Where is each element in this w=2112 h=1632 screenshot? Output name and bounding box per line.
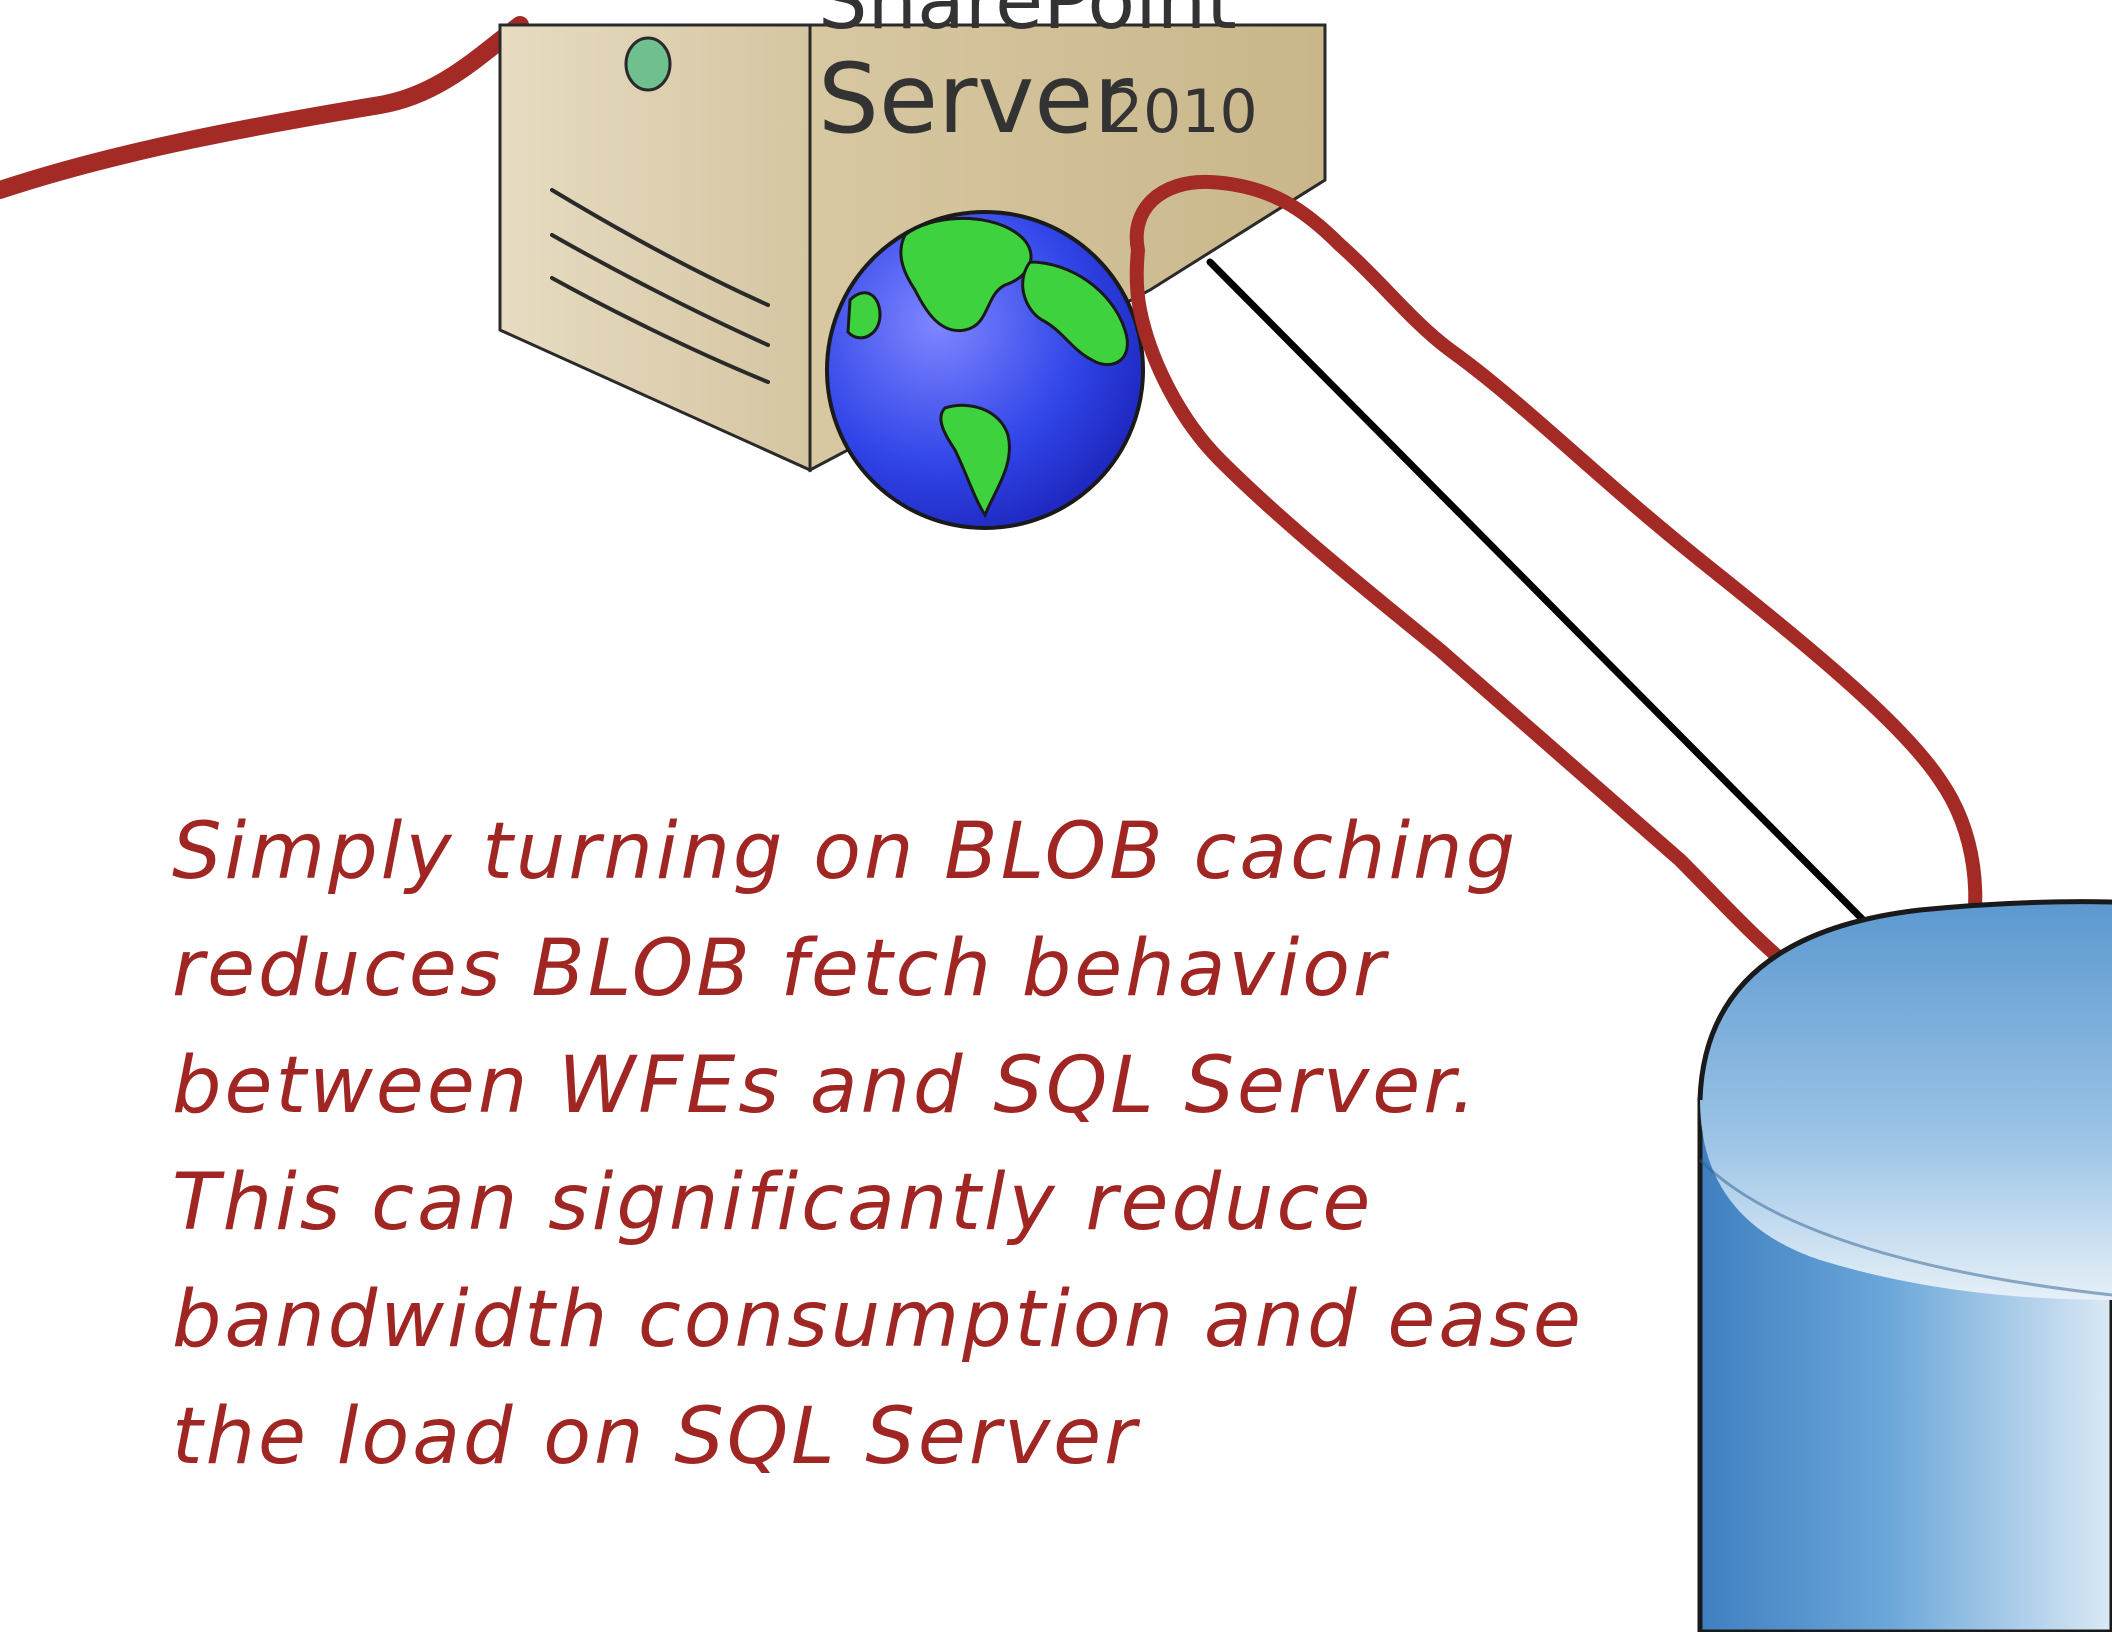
- server-db-link-line: [1206, 258, 1889, 946]
- annotation-line-1: Simply turning on BLOB caching: [172, 807, 1518, 897]
- server-version-text: 2010: [1105, 77, 1258, 147]
- annotation-text-block: Simply turning on BLOB caching reduces B…: [172, 807, 1584, 1482]
- connector-scribble-line: [0, 16, 529, 199]
- power-led-icon: [624, 36, 672, 92]
- globe-icon: [825, 210, 1145, 530]
- vent-lines: [550, 188, 770, 384]
- annotation-line-2: reduces BLOB fetch behavior: [172, 924, 1390, 1014]
- annotation-line-6: the load on SQL Server: [172, 1392, 1141, 1482]
- annotation-line-3: between WFEs and SQL Server.: [172, 1041, 1479, 1131]
- annotation-line-5: bandwidth consumption and ease: [172, 1275, 1584, 1365]
- server-product-text: Server: [818, 43, 1133, 155]
- database-cylinder-icon: [1697, 899, 2112, 1632]
- server-brand-text: SharePoint: [818, 0, 1237, 47]
- annotation-line-4: This can significantly reduce: [172, 1158, 1373, 1248]
